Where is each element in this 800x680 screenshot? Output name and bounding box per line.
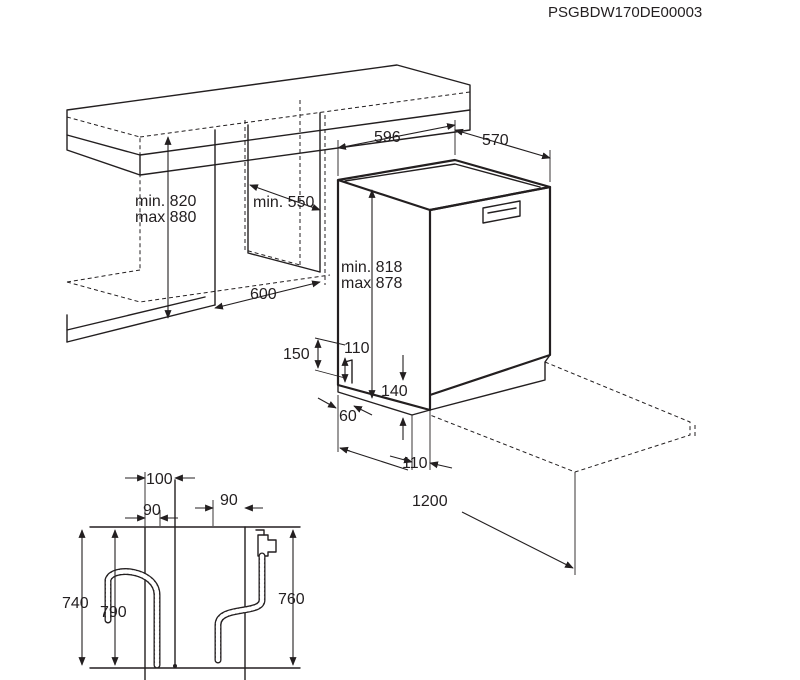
label-790: 790 (100, 604, 127, 621)
label-niche-depth: min. 550 (253, 194, 314, 211)
drawing-code: PSGBDW170DE00003 (548, 4, 702, 21)
label-1200: 1200 (412, 493, 448, 510)
label-110-plinth: 110 (344, 340, 370, 357)
dimension-labels: 596 570 min. 820 max 880 min. 550 600 mi… (62, 129, 509, 621)
side-view (78, 472, 301, 680)
label-niche-width: 600 (250, 286, 277, 303)
label-150: 150 (283, 346, 310, 363)
label-niche-height-max: max 880 (135, 209, 196, 226)
label-100: 100 (146, 471, 173, 488)
label-596: 596 (374, 129, 401, 146)
label-60: 60 (339, 408, 357, 425)
dimension-lines (164, 120, 576, 575)
label-740: 740 (62, 595, 89, 612)
label-90-left: 90 (143, 502, 161, 519)
label-niche-height-min: min. 820 (135, 193, 196, 210)
label-570: 570 (482, 132, 509, 149)
dishwasher (336, 158, 552, 416)
label-140: 140 (381, 383, 408, 400)
label-appliance-height-min: min. 818 (341, 259, 402, 276)
label-760: 760 (278, 591, 305, 608)
label-90-right: 90 (220, 492, 238, 509)
label-110-offset: 110 (402, 455, 428, 472)
label-appliance-height-max: max 878 (341, 275, 402, 292)
floor-plane (429, 361, 696, 473)
